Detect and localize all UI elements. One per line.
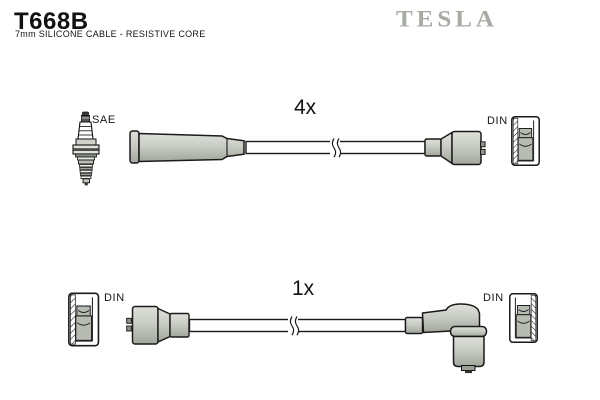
- cable-break-icon: [330, 138, 342, 158]
- label-din-bottom-left: DIN: [104, 292, 125, 304]
- label-quantity-1x: 1x: [292, 277, 315, 300]
- part-number: T668B: [14, 8, 89, 35]
- din-straight-connector-icon: [424, 130, 486, 166]
- label-din-bottom-right: DIN: [483, 292, 504, 304]
- ignition-cable-4x: [245, 138, 426, 158]
- spark-plug-threads: [79, 164, 93, 179]
- label-din-top-right: DIN: [487, 115, 508, 127]
- din-socket-cutaway-icon-bottom-right: [509, 293, 538, 343]
- straight-boot-icon: [129, 130, 245, 164]
- spark-plug-icon: [72, 111, 100, 186]
- cable-spec-subtitle: 7mm SILICONE CABLE - RESISTIVE CORE: [15, 29, 206, 39]
- din-socket-cutaway-icon-top-right: [511, 116, 540, 166]
- ignition-cable-1x: [188, 316, 407, 336]
- cable-break-icon: [288, 316, 300, 336]
- tesla-logo: TESLA: [396, 7, 498, 32]
- din-socket-cutaway-icon-bottom-left: [68, 292, 100, 347]
- label-sae: SAE: [92, 114, 116, 126]
- din-straight-connector-icon-left: [126, 305, 190, 345]
- din-elbow-connector-icon: [404, 303, 488, 374]
- label-quantity-4x: 4x: [294, 96, 317, 119]
